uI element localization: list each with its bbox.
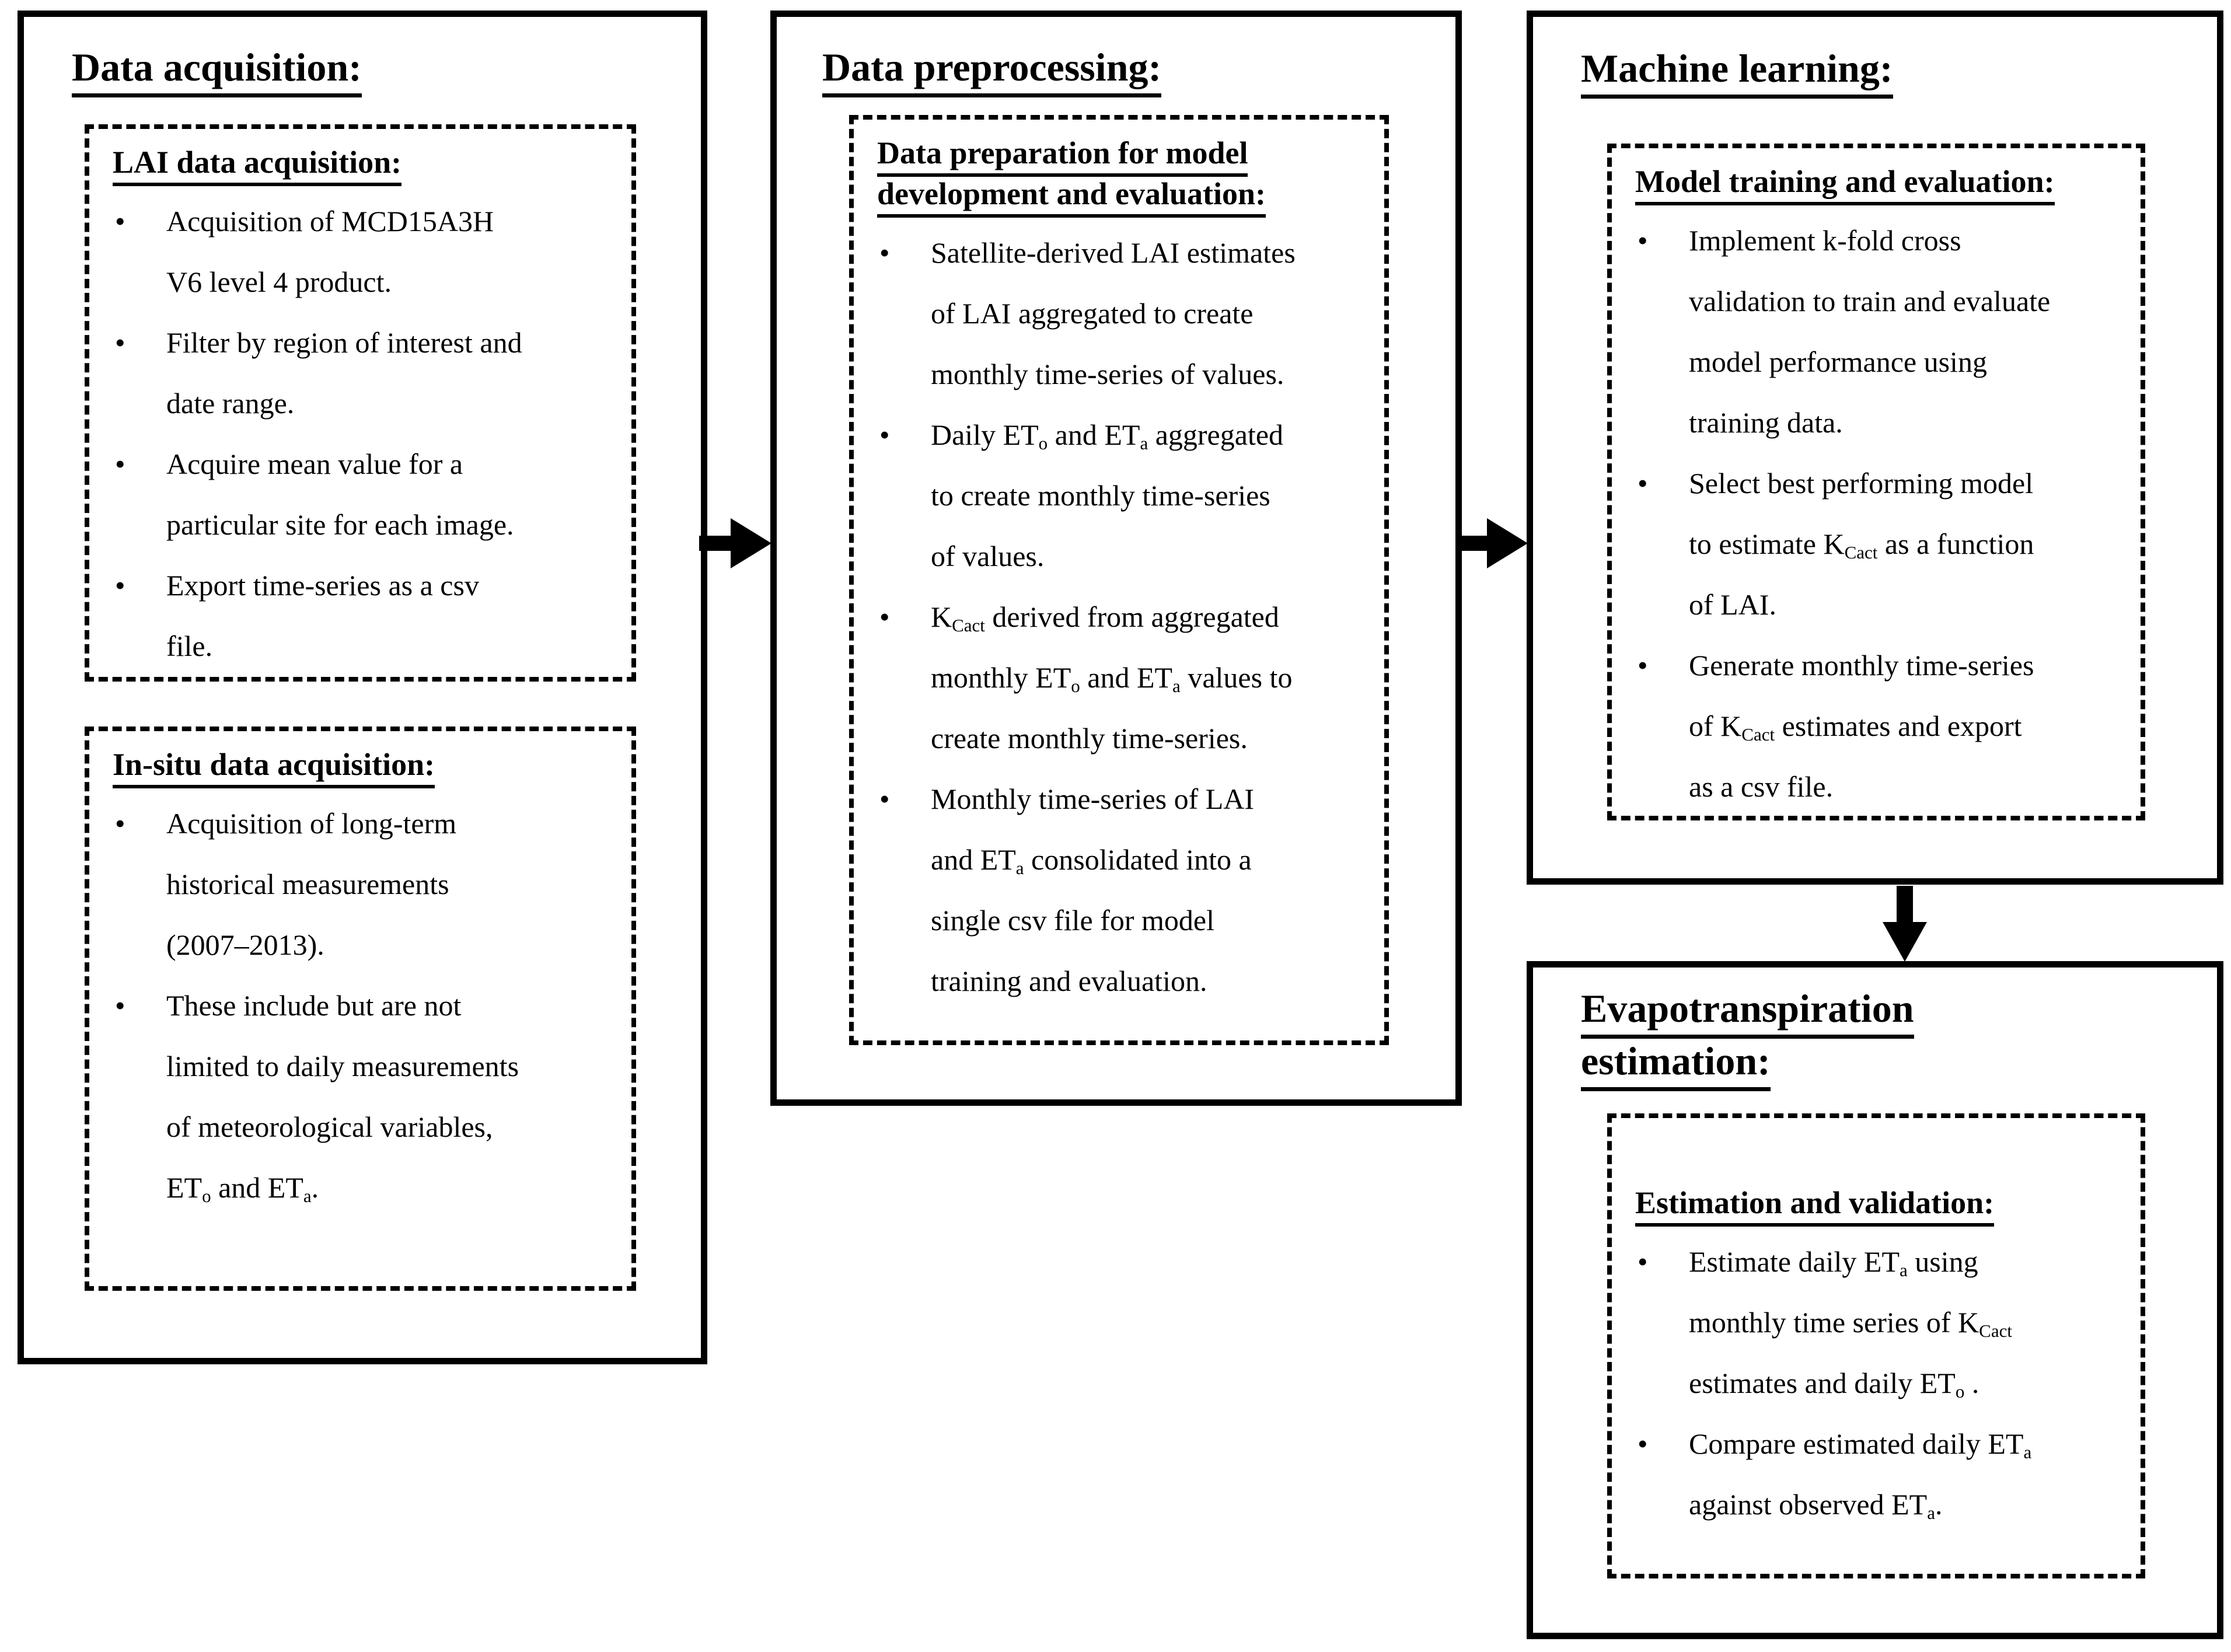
- lai-data-acquisition-title: LAI data acquisition:: [113, 142, 615, 186]
- evapotranspiration-estimation-box: Evapotranspiration estimation: Estimatio…: [1527, 961, 2223, 1639]
- bullet-icon: •: [879, 418, 890, 452]
- bullet-icon: •: [879, 783, 890, 816]
- lai-data-acquisition-subbox: LAI data acquisition: • Acquisition of MC…: [85, 124, 636, 682]
- bullet-icon: •: [1638, 1245, 1648, 1279]
- data-preparation-title: Data preparation for model development a…: [877, 132, 1368, 218]
- data-preprocessing-title: Data preprocessing:: [822, 41, 1162, 97]
- bullet-icon: •: [115, 448, 125, 481]
- model-training-title: Model training and evaluation:: [1635, 161, 2124, 205]
- bullet-icon: •: [879, 236, 890, 270]
- estimation-validation-title: Estimation and validation:: [1635, 1182, 2124, 1227]
- in-situ-data-acquisition-subbox: In-situ data acquisition: • Acquisition o…: [85, 727, 636, 1291]
- bullet-icon: •: [115, 205, 125, 238]
- bullet-icon: •: [1638, 1427, 1648, 1461]
- bullet-icon: •: [1638, 467, 1648, 500]
- evapotranspiration-estimation-title: Evapotranspiration estimation:: [1581, 983, 2024, 1091]
- bullet-icon: •: [1638, 224, 1648, 257]
- data-preparation-subbox: Data preparation for model development a…: [849, 115, 1389, 1045]
- bullet-icon: •: [115, 569, 125, 602]
- data-preprocessing-box: Data preprocessing: Data preparation for…: [770, 11, 1462, 1106]
- machine-learning-title: Machine learning:: [1581, 43, 1893, 99]
- model-training-subbox: Model training and evaluation: • Implemen…: [1607, 144, 2145, 820]
- bullet-icon: •: [115, 326, 125, 359]
- bullet-icon: •: [115, 989, 125, 1022]
- machine-learning-box: Machine learning: Model training and eva…: [1527, 11, 2223, 885]
- bullet-icon: •: [879, 600, 890, 634]
- bullet-icon: •: [115, 807, 125, 840]
- in-situ-data-acquisition-title: In-situ data acquisition:: [113, 744, 615, 788]
- data-acquisition-title: Data acquisition:: [72, 41, 362, 97]
- arrow-right-icon: [1455, 509, 1529, 578]
- arrow-down-icon: [1871, 886, 1939, 963]
- bullet-icon: •: [1638, 649, 1648, 682]
- arrow-right-icon: [699, 509, 773, 578]
- estimation-validation-subbox: Estimation and validation: • Estimate dai…: [1607, 1113, 2145, 1578]
- data-acquisition-box: Data acquisition: LAI data acquisition: …: [18, 11, 707, 1364]
